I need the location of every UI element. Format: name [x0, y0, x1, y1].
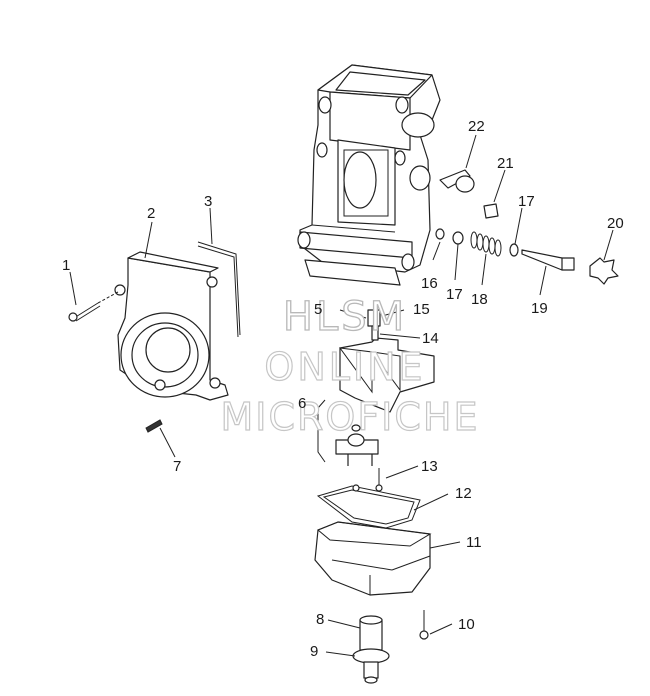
callout-16: 16 [421, 275, 438, 292]
callout-12: 12 [455, 485, 472, 502]
callout-15: 15 [413, 301, 430, 318]
callout-11: 11 [466, 534, 482, 551]
main-jet [352, 615, 390, 684]
pilot-screw-assembly [435, 169, 619, 285]
callout-5: 5 [314, 301, 322, 318]
leader-lines [69, 134, 614, 657]
callout-7: 7 [173, 458, 181, 475]
callout-8: 8 [316, 611, 324, 628]
callout-17-lower: 17 [446, 286, 463, 303]
float-bowl [314, 521, 432, 596]
watermark: HLSM ONLINE MICROFICHE [220, 293, 479, 439]
bowl-screw [375, 468, 383, 492]
callout-6: 6 [298, 395, 306, 412]
callout-20: 20 [607, 215, 624, 232]
drain-screw [419, 610, 429, 640]
callout-2: 2 [147, 205, 155, 222]
callout-14: 14 [422, 330, 439, 347]
callouts: 1 2 3 5 6 7 8 9 10 11 12 13 14 15 16 17 … [62, 118, 624, 660]
callout-10: 10 [458, 616, 475, 633]
flange-screw [68, 291, 119, 322]
callout-17-upper: 17 [518, 193, 535, 210]
callout-18: 18 [471, 291, 488, 308]
callout-9: 9 [310, 643, 318, 660]
watermark-line1: HLSM [283, 294, 407, 340]
callout-21: 21 [497, 155, 514, 172]
bowl-gasket [316, 484, 421, 529]
watermark-line3: MICROFICHE [220, 395, 479, 439]
pin [145, 419, 163, 433]
gasket-strip [197, 241, 241, 338]
callout-13: 13 [421, 458, 438, 475]
carburetor-body [297, 64, 441, 286]
intake-flange [114, 251, 229, 401]
float-assembly [317, 337, 435, 466]
callout-22: 22 [468, 118, 485, 135]
callout-3: 3 [204, 193, 212, 210]
callout-19: 19 [531, 300, 548, 317]
callout-1: 1 [62, 257, 70, 274]
watermark-line2: ONLINE [264, 345, 425, 389]
needle-valve [339, 309, 381, 341]
